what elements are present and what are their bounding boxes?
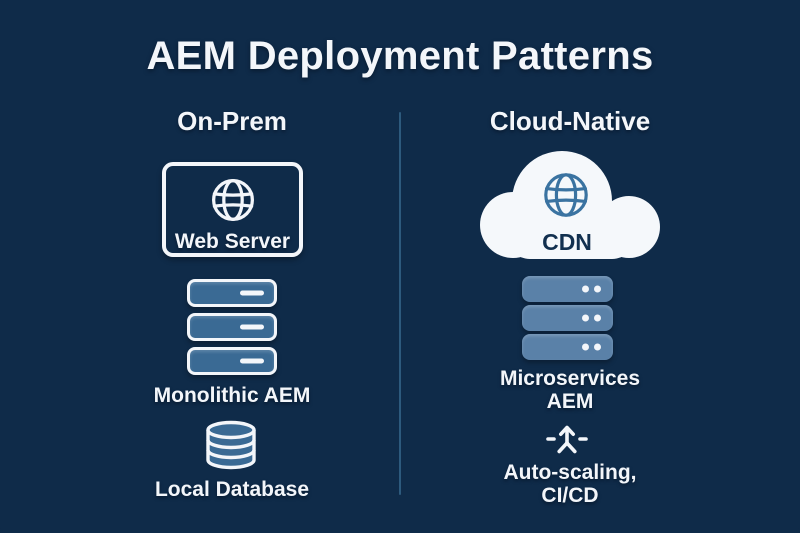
globe-icon [211,179,254,221]
server-indicator-dots [582,314,601,322]
database-cylinder-icon [206,420,256,470]
column-divider [399,112,401,495]
server-row [522,334,613,360]
globe-icon [544,173,588,217]
server-row [187,279,277,307]
cdn-label: CDN [542,229,592,255]
server-indicator-dots [582,343,601,351]
microservices-server-stack-icon [522,276,613,363]
server-slot-dash [240,324,264,330]
web-server-box: Web Server [162,162,303,257]
on-prem-header: On-Prem [177,106,287,136]
server-row [187,347,277,375]
server-slot-dash [240,358,264,364]
monolithic-server-stack-icon [187,279,277,381]
web-server-label: Web Server [174,230,291,253]
server-row [522,305,613,331]
microservices-aem-label: Microservices AEM [499,367,641,413]
cdn-cloud: CDN [478,151,664,259]
local-database-label: Local Database [154,478,310,501]
server-row [522,276,613,302]
page-title: AEM Deployment Patterns [146,34,654,78]
cloud-native-header: Cloud-Native [489,106,651,136]
server-indicator-dots [582,285,601,293]
auto-scaling-label: Auto-scaling, CI/CD [503,461,637,507]
server-slot-dash [240,290,264,296]
merge-arrow-icon [546,425,588,454]
monolithic-aem-label: Monolithic AEM [153,384,311,407]
server-row [187,313,277,341]
